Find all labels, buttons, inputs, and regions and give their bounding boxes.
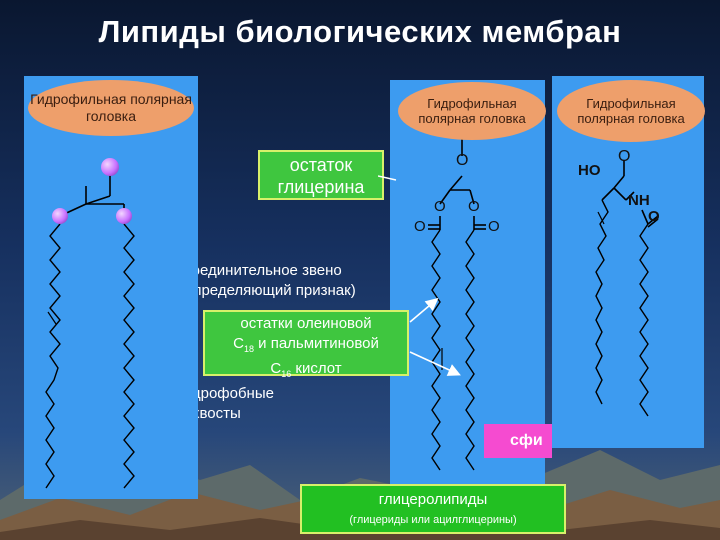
left-head-label: Гидрофильная полярная головка bbox=[28, 80, 194, 136]
acid-arrows bbox=[409, 297, 461, 376]
atom-o-top: O bbox=[618, 148, 631, 165]
glycerolipids-box: глицеролипиды (глицериды или ацилглицери… bbox=[300, 484, 566, 534]
connector-label: соединительное звено (определяющий призн… bbox=[198, 262, 356, 299]
right-head-label: Гидрофильная полярная головка bbox=[557, 80, 705, 142]
sphingolipid-label: сфи bbox=[484, 424, 552, 458]
atom-o-top: O bbox=[456, 152, 469, 169]
glycerol-pointer bbox=[378, 175, 397, 181]
acid-callout: остатки олеиновой C18 и пальмитиновой C1… bbox=[203, 310, 409, 379]
right-sphere bbox=[116, 208, 132, 224]
tails-label: гидрофобные хвосты bbox=[198, 385, 274, 422]
atom-o-dbl-right: O bbox=[488, 218, 500, 235]
left-sphere bbox=[52, 208, 68, 224]
atom-o-left: O bbox=[434, 198, 446, 215]
glycerolipid-structure bbox=[428, 130, 486, 471]
left-panel bbox=[24, 76, 198, 499]
atom-o-amide: O bbox=[648, 208, 660, 225]
head-sphere bbox=[101, 158, 119, 176]
glycerol-callout: остаток глицерина bbox=[258, 150, 384, 200]
middle-head-label: Гидрофильная полярная головка bbox=[398, 82, 546, 140]
schematic-lipid-drawing bbox=[45, 166, 135, 489]
slide-title: Липиды биологических мембран bbox=[98, 14, 622, 49]
atom-nh: NH bbox=[628, 192, 650, 209]
atom-o-dbl-left: O bbox=[414, 218, 426, 235]
sphingolipid-structure bbox=[595, 160, 659, 417]
middle-panel: O O O O O bbox=[390, 80, 545, 490]
atom-o-right: O bbox=[468, 198, 480, 215]
atom-ho: HO bbox=[578, 162, 601, 179]
